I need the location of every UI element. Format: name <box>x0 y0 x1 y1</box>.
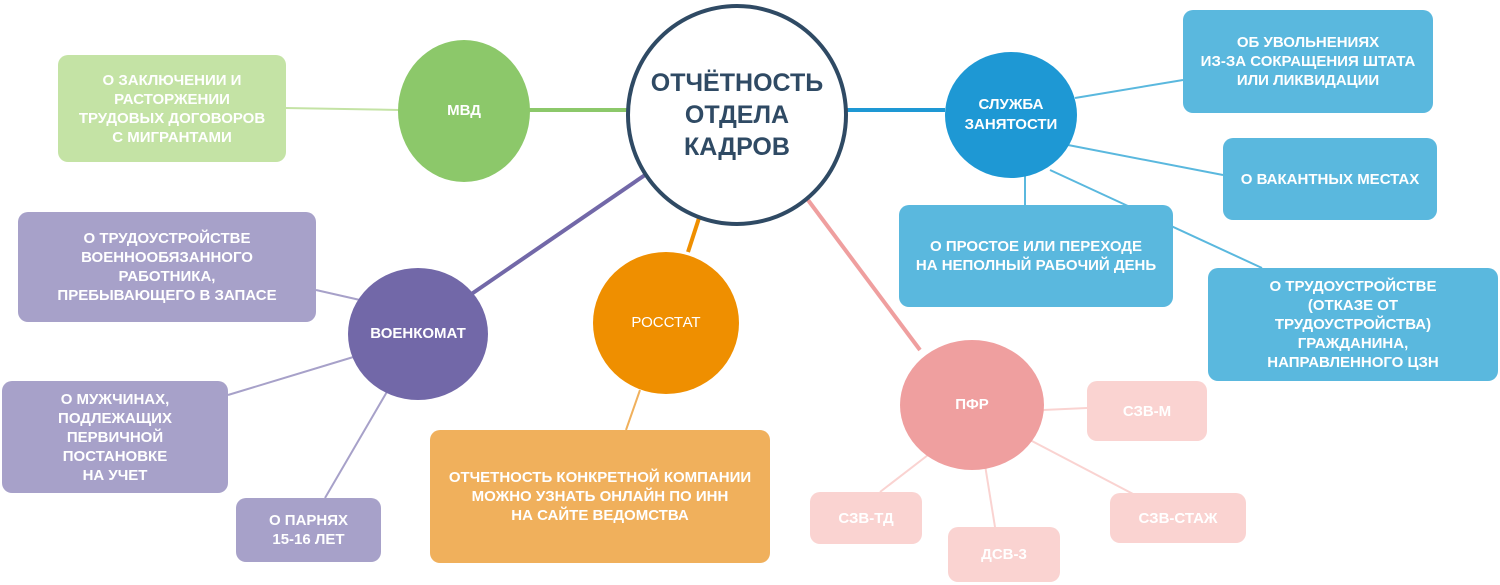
employment-item-downtime: О ПРОСТОЕ ИЛИ ПЕРЕХОДЕ НА НЕПОЛНЫЙ РАБОЧ… <box>899 205 1173 307</box>
edge-center-rosstat <box>686 214 702 253</box>
node-voenkomat: ВОЕНКОМАТ <box>348 268 488 400</box>
edge-employment-item-2 <box>1067 144 1224 176</box>
employment-item-job-placement: О ТРУДОУСТРОЙСТВЕ (ОТКАЗЕ ОТ ТРУДОУСТРОЙ… <box>1208 268 1498 381</box>
employment-item-vacancies: О ВАКАНТНЫХ МЕСТАХ <box>1223 138 1437 220</box>
voenkomat-item-boys-15-16: О ПАРНЯХ 15-16 ЛЕТ <box>236 498 381 562</box>
edge-voenkomat-item-2 <box>227 354 361 396</box>
pfr-item-szv-m: СЗВ-М <box>1087 381 1207 441</box>
node-pfr: ПФР <box>900 340 1044 470</box>
edge-voenkomat-item-1 <box>315 289 361 301</box>
edge-pfr-szv-m <box>1042 407 1088 411</box>
pfr-item-szv-stazh: СЗВ-СТАЖ <box>1110 493 1246 543</box>
node-mvd: МВД <box>398 40 530 182</box>
pfr-item-szv-td: СЗВ-ТД <box>810 492 922 544</box>
edge-center-voenkomat <box>468 173 647 297</box>
employment-item-layoffs: ОБ УВОЛЬНЕНИЯХ ИЗ-ЗА СОКРАЩЕНИЯ ШТАТА ИЛ… <box>1183 10 1433 113</box>
mvd-item-migrants: О ЗАКЛЮЧЕНИИ И РАСТОРЖЕНИИ ТРУДОВЫХ ДОГО… <box>58 55 286 162</box>
rosstat-item-online-inn: ОТЧЕТНОСТЬ КОНКРЕТНОЙ КОМПАНИИ МОЖНО УЗН… <box>430 430 770 563</box>
edge-center-pfr <box>806 198 922 352</box>
edge-rosstat-item <box>625 389 641 431</box>
node-employment-service: СЛУЖБА ЗАНЯТОСТИ <box>945 52 1077 178</box>
center-node: ОТЧЁТНОСТЬ ОТДЕЛА КАДРОВ <box>626 4 848 226</box>
edge-pfr-dsv3 <box>984 464 996 528</box>
voenkomat-item-men-registration: О МУЖЧИНАХ, ПОДЛЕЖАЩИХ ПЕРВИЧНОЙ ПОСТАНО… <box>2 381 228 493</box>
voenkomat-item-reservist: О ТРУДОУСТРОЙСТВЕ ВОЕННООБЯЗАННОГО РАБОТ… <box>18 212 316 322</box>
node-rosstat: РОССТАТ <box>593 252 739 394</box>
edge-employment-item-1 <box>1074 79 1184 99</box>
pfr-item-dsv-3: ДСВ-3 <box>948 527 1060 582</box>
edge-pfr-szv-stazh <box>1029 439 1136 496</box>
edge-mvd-item <box>284 107 401 111</box>
edge-voenkomat-item-3 <box>324 389 389 499</box>
edge-pfr-szv-td <box>879 454 929 493</box>
